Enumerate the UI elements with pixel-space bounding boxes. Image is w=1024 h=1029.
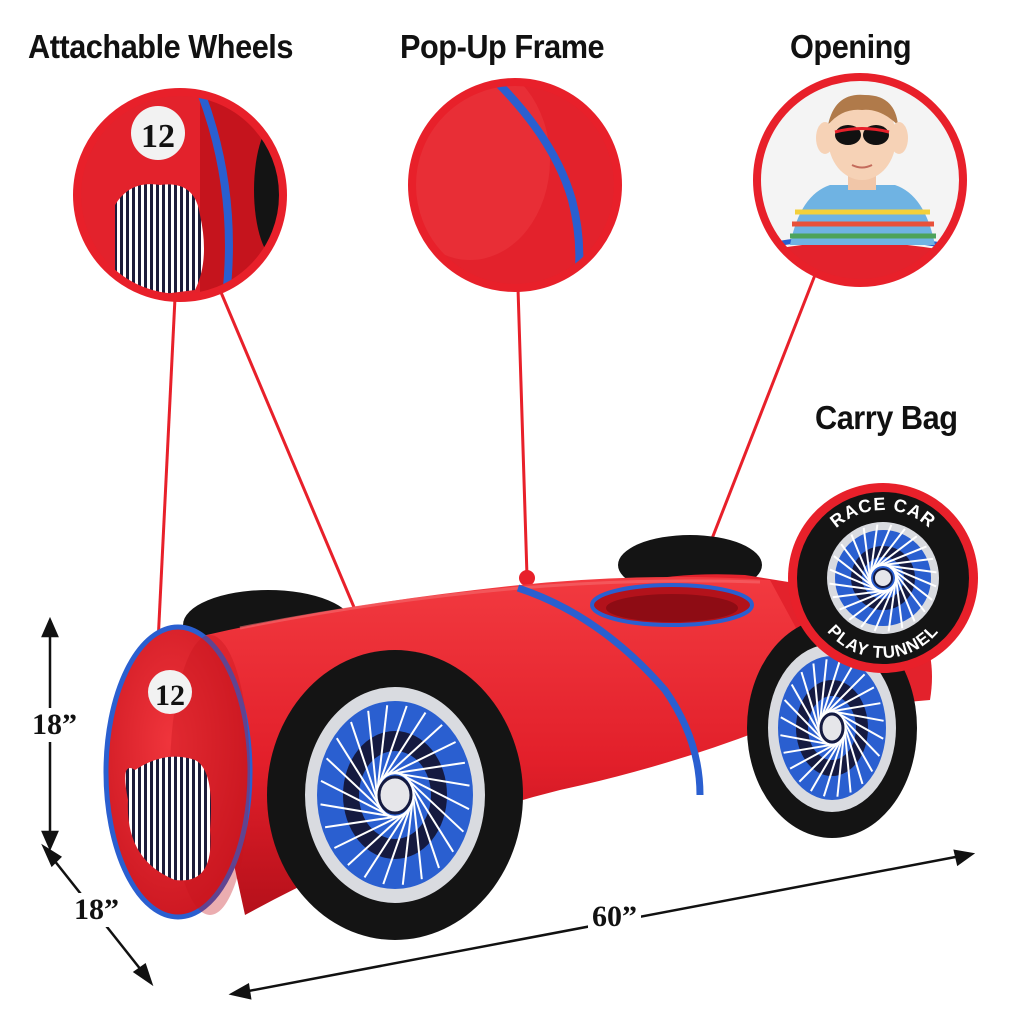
dimension-depth: 18” (70, 893, 123, 927)
carry-bag-spokes (829, 524, 937, 632)
rear-wheel (747, 618, 917, 838)
number-badge-text: 12 (155, 679, 185, 712)
front-wheel (267, 650, 523, 940)
spoke (401, 788, 415, 885)
callout-circle-wheels: 12 (73, 88, 287, 302)
spoke (887, 574, 898, 632)
callout-label-bag: Carry Bag (815, 399, 958, 436)
race-car-tunnel: 12 (103, 535, 932, 940)
rear-wheel-spokes (780, 659, 884, 797)
callout-circle-frame (408, 78, 622, 292)
callout-label-opening: Opening (790, 28, 912, 65)
number-badge (148, 670, 192, 714)
leader-line-frame (516, 287, 529, 577)
spoke (836, 723, 846, 797)
dimension-height: 18” (28, 708, 81, 742)
callout-label-frame: Pop-Up Frame (400, 28, 605, 65)
leader-line-wheels-end (156, 297, 177, 644)
callout-label-wheels: Attachable Wheels (28, 28, 293, 65)
grille-pattern (125, 756, 211, 881)
front-wheel-spokes (320, 705, 470, 885)
carry-bag-circle: RACE CAR PLAY TUNNEL (788, 483, 978, 673)
leader-line-wheels-side (218, 289, 358, 613)
callout-number-text: 12 (141, 118, 175, 155)
callout-circle-opening (753, 73, 967, 287)
pop-up-frame-ring (516, 584, 704, 796)
dimension-length: 60” (588, 900, 641, 934)
